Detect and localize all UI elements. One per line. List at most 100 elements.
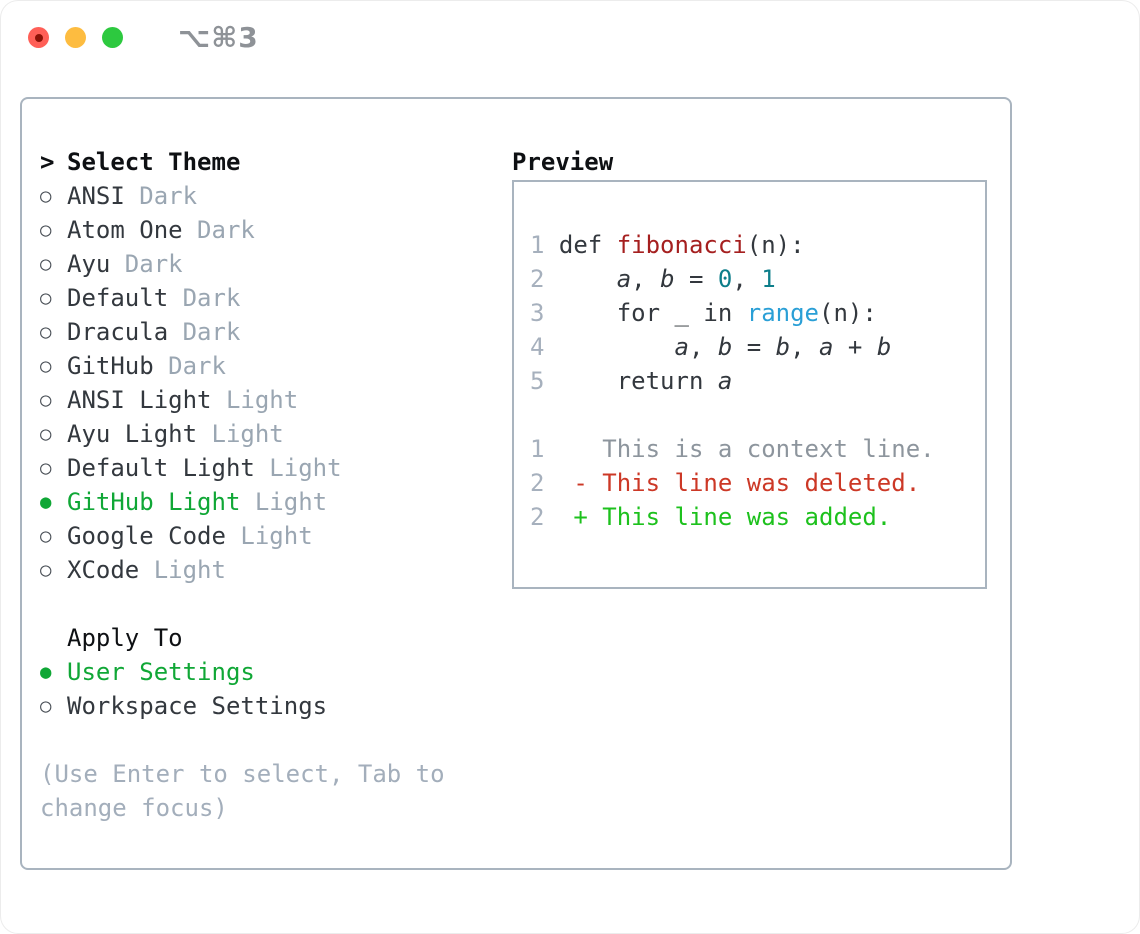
theme-option-default[interactable]: ○ Default Dark <box>40 281 502 315</box>
theme-list: ○ANSI Dark○Atom One Dark○Ayu Dark○Defaul… <box>40 179 502 587</box>
line-number: 4 <box>530 333 559 361</box>
theme-name: Default Light <box>67 454 255 482</box>
theme-name: GitHub <box>67 352 154 380</box>
radio-selected-icon: ● <box>40 661 52 683</box>
theme-option-dracula[interactable]: ○ Dracula Dark <box>40 315 502 349</box>
code-segment-fg: , <box>790 333 820 361</box>
code-segment-fg: = <box>674 265 718 293</box>
theme-option-ansi-light[interactable]: ○ ANSI Light Light <box>40 383 502 417</box>
theme-option-default-light[interactable]: ○ Default Light Light <box>40 451 502 485</box>
radio-unselected-icon: ○ <box>40 695 52 717</box>
radio-unselected-icon: ○ <box>40 219 52 241</box>
code-segment-deleted: - This line was deleted. <box>558 469 921 497</box>
radio-unselected-icon: ○ <box>40 457 52 479</box>
theme-name: Atom One <box>67 216 183 244</box>
titlebar: ⌥⌘3 <box>0 0 1140 75</box>
code-segment-variable: b <box>876 333 892 361</box>
cursor-icon: > <box>40 148 55 176</box>
code-segment-number: 1 <box>761 265 776 293</box>
code-segment-number: 0 <box>717 265 733 293</box>
code-segment-fg: def <box>558 231 617 259</box>
theme-variant: Dark <box>182 216 255 244</box>
keyboard-hint-line-1: (Use Enter to select, Tab to <box>40 760 445 788</box>
code-segment-variable: a <box>717 367 733 395</box>
theme-option-atom-one[interactable]: ○ Atom One Dark <box>40 213 502 247</box>
theme-variant: Dark <box>168 284 241 312</box>
radio-unselected-icon: ○ <box>40 287 52 309</box>
code-segment-builtin: range <box>746 299 819 327</box>
theme-option-xcode[interactable]: ○XCode Light <box>40 553 502 587</box>
theme-variant: Light <box>211 386 299 414</box>
theme-name: Dracula <box>67 318 169 346</box>
theme-option-github-light[interactable]: ●GitHub Light Light <box>40 485 502 519</box>
line-number: 2 <box>530 265 559 293</box>
preview-code-line: 1 def fibonacci(n): <box>530 228 985 262</box>
theme-option-ayu[interactable]: ○Ayu Dark <box>40 247 502 281</box>
preview-code-line: 4 a, b = b, a + b <box>530 330 985 364</box>
code-segment-fg <box>559 333 675 361</box>
code-segment-fg <box>559 265 617 293</box>
theme-option-github[interactable]: ○ GitHub Dark <box>40 349 502 383</box>
apply-to-options: ●User Settings○Workspace Settings <box>40 655 502 723</box>
line-number: 2 <box>530 503 559 531</box>
theme-variant: Dark <box>153 352 226 380</box>
theme-name: Google Code <box>67 522 226 550</box>
spacer <box>40 723 502 757</box>
theme-name: ANSI Light <box>67 386 212 414</box>
radio-unselected-icon: ○ <box>40 355 52 377</box>
theme-list-column: >Select Theme ○ANSI Dark○Atom One Dark○A… <box>40 145 502 868</box>
code-segment-fg: + <box>833 333 877 361</box>
select-theme-title: Select Theme <box>67 148 241 176</box>
preview-diff-line: 2 - This line was deleted. <box>530 466 985 500</box>
radio-unselected-icon: ○ <box>40 321 52 343</box>
theme-variant: Light <box>254 454 342 482</box>
apply-option-workspace-settings[interactable]: ○Workspace Settings <box>40 689 502 723</box>
theme-variant: Dark <box>168 318 241 346</box>
close-button[interactable] <box>28 27 49 48</box>
theme-name: Ayu Light <box>67 420 198 448</box>
theme-variant: Dark <box>124 182 198 210</box>
theme-name: GitHub Light <box>67 488 241 516</box>
theme-picker-panel: >Select Theme ○ANSI Dark○Atom One Dark○A… <box>20 97 1012 870</box>
theme-variant: Light <box>139 556 226 584</box>
keyboard-hint-line-2: change focus) <box>40 794 228 822</box>
code-segment-variable: a <box>616 265 632 293</box>
preview-code-line: 2 a, b = 0, 1 <box>530 262 985 296</box>
code-segment-fg: , <box>732 265 762 293</box>
code-segment-fg: (n): <box>819 299 877 327</box>
minimize-button[interactable] <box>65 27 86 48</box>
theme-variant: Dark <box>110 250 183 278</box>
zoom-button[interactable] <box>102 27 123 48</box>
code-segment-context: This is a context line. <box>558 435 935 463</box>
radio-unselected-icon: ○ <box>40 389 52 411</box>
theme-name: Default <box>67 284 169 312</box>
code-segment-fg: (n): <box>746 231 805 259</box>
spacer <box>40 587 502 621</box>
radio-unselected-icon: ○ <box>40 525 52 547</box>
code-segment-added: + This line was added. <box>558 503 892 531</box>
code-segment-fg: , <box>631 265 661 293</box>
code-segment-fg: for _ in <box>558 299 747 327</box>
radio-unselected-icon: ○ <box>40 253 52 275</box>
code-segment-variable: b <box>660 265 675 293</box>
preview-code-line: 5 return a <box>530 364 985 398</box>
code-segment-variable: a <box>674 333 689 361</box>
theme-option-ayu-light[interactable]: ○Ayu Light Light <box>40 417 502 451</box>
code-segment-function: fibonacci <box>616 231 747 259</box>
preview-diff-line: 2 + This line was added. <box>530 500 985 534</box>
code-segment-variable: b <box>775 333 791 361</box>
theme-variant: Light <box>225 522 313 550</box>
apply-option-user-settings[interactable]: ●User Settings <box>40 655 502 689</box>
window-title: ⌥⌘3 <box>178 21 259 54</box>
preview-column: Preview 1 def fibonacci(n):2 a, b = 0, 1… <box>502 145 992 868</box>
apply-to-header: Apply To <box>40 621 502 655</box>
theme-variant: Light <box>240 488 328 516</box>
theme-option-google-code[interactable]: ○ Google Code Light <box>40 519 502 553</box>
apply-to-title: Apply To <box>67 624 183 652</box>
code-segment-variable: b <box>717 333 733 361</box>
theme-option-ansi[interactable]: ○ANSI Dark <box>40 179 502 213</box>
apply-to-indent <box>40 621 67 655</box>
code-segment-fg: , <box>688 333 718 361</box>
